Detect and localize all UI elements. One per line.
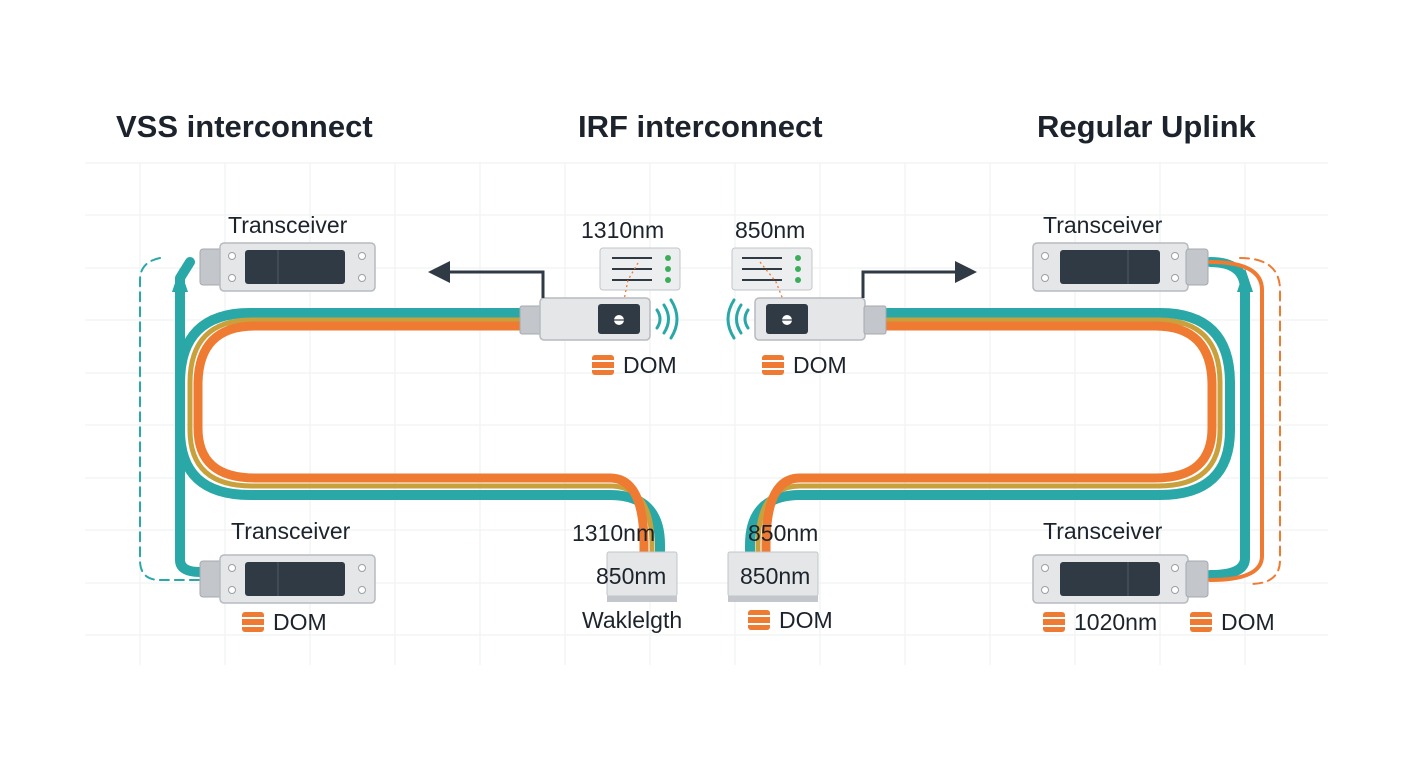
vss-title: VSS interconnect <box>116 109 373 144</box>
irf-bottom-left-850-label: 850nm <box>596 563 667 589</box>
irf-right-wavelength-label: 850nm <box>735 217 806 243</box>
arrow-left-icon <box>428 261 545 298</box>
irf-title: IRF interconnect <box>578 109 823 144</box>
uplink-bottom-wavelength: 1020nm <box>1043 607 1157 637</box>
uplink-bottom-wavelength-text: 1020nm <box>1074 609 1158 635</box>
irf-bottom-left-connector <box>606 551 678 602</box>
vss-bottom-transceiver <box>199 554 376 604</box>
uplink-title: Regular Uplink <box>1037 109 1256 144</box>
dom-marker-icon <box>748 610 770 630</box>
signal-waves-icon <box>726 298 750 340</box>
dom-marker-icon <box>762 355 784 375</box>
dom-marker-icon <box>1190 612 1212 632</box>
irf-bottom-left-1310-label: 1310nm <box>572 520 656 546</box>
irf-bottom-right-connector <box>727 551 819 602</box>
vss-top-transceiver-label: Transceiver <box>228 212 348 238</box>
uplink-bottom-transceiver-label: Transceiver <box>1043 518 1163 544</box>
uplink-cable-bundle <box>745 257 1281 585</box>
irf-right-module <box>731 247 887 341</box>
irf-bottom-right-850-label: 850nm <box>740 563 811 589</box>
vss-bottom-transceiver-label: Transceiver <box>231 518 351 544</box>
vss-top-transceiver <box>199 242 376 292</box>
uplink-bottom-dom: DOM <box>1190 607 1275 637</box>
irf-bottom-right-dom-text: DOM <box>779 607 833 633</box>
irf-left-wavelength-label: 1310nm <box>581 217 665 243</box>
arrow-right-icon <box>861 261 977 298</box>
uplink-top-transceiver <box>1032 242 1209 292</box>
uplink-top-transceiver-label: Transceiver <box>1043 212 1163 238</box>
dom-marker-icon <box>1043 612 1065 632</box>
irf-left-module <box>519 247 681 341</box>
irf-left-dom: DOM <box>592 350 677 380</box>
dom-marker-icon <box>242 612 264 632</box>
dom-marker-icon <box>592 355 614 375</box>
irf-left-dom-text: DOM <box>623 352 677 378</box>
irf-bottom-right-850-top-label: 850nm <box>748 520 819 546</box>
vss-bottom-dom: DOM <box>242 607 327 637</box>
irf-right-dom: DOM <box>762 350 847 380</box>
uplink-bottom-transceiver <box>1032 554 1209 604</box>
uplink-bottom-dom-text: DOM <box>1221 609 1275 635</box>
irf-right-dom-text: DOM <box>793 352 847 378</box>
irf-bottom-right-dom: DOM <box>748 605 833 635</box>
signal-waves-icon <box>655 298 679 340</box>
vss-bottom-dom-text: DOM <box>273 609 327 635</box>
irf-bottom-left-caption: Waklelgth <box>582 607 683 633</box>
vss-cable-bundle <box>139 257 665 581</box>
